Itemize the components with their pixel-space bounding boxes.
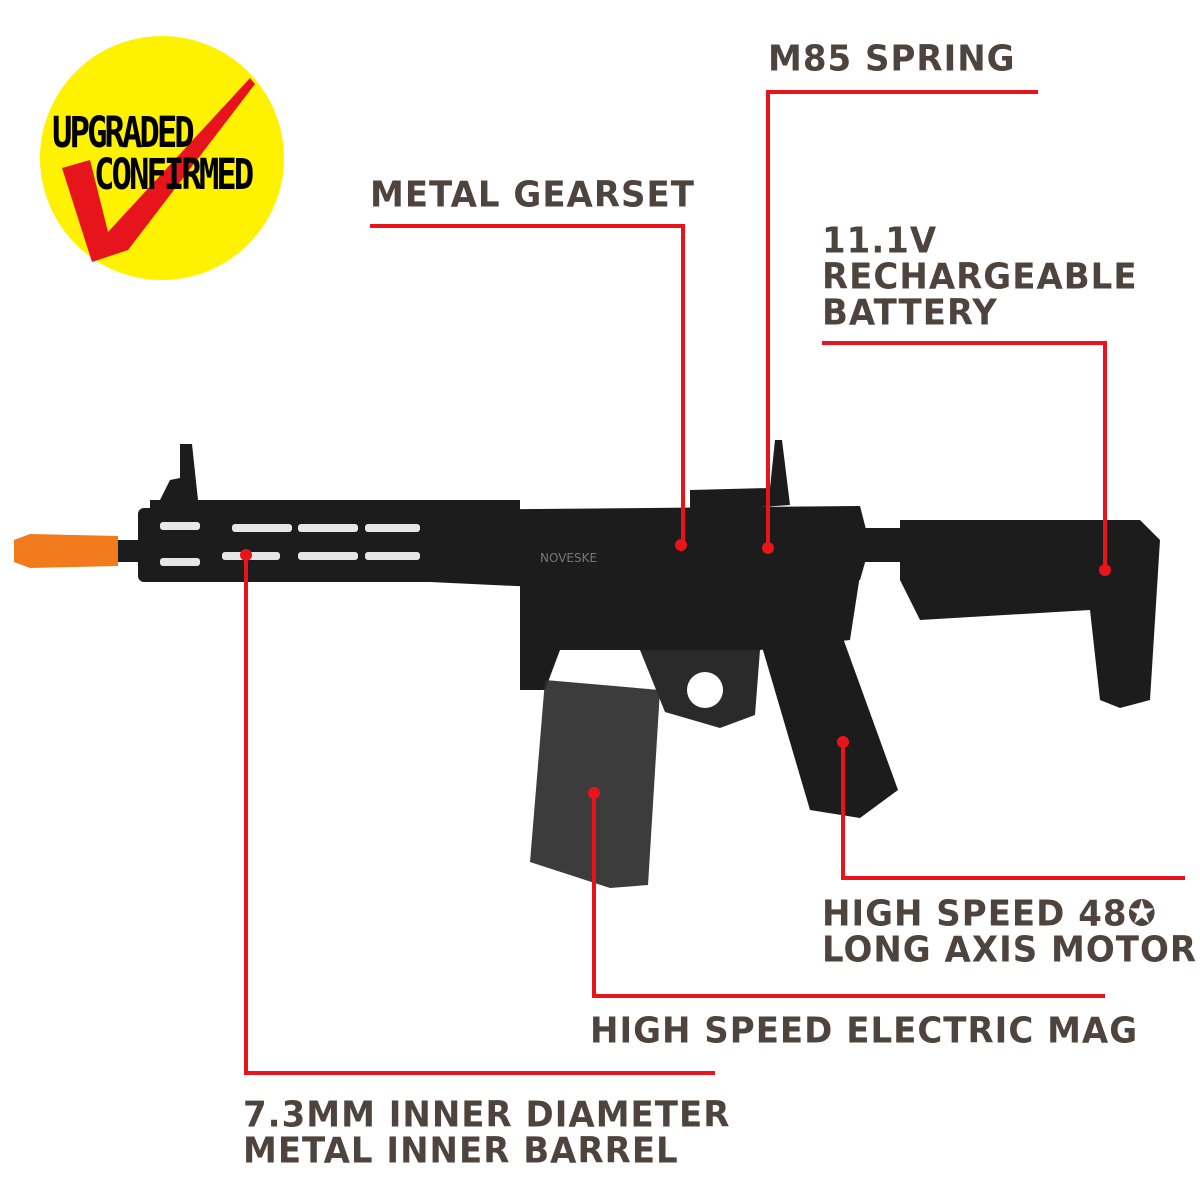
badge-line-1: UPGRADED: [52, 108, 195, 158]
spring-callout-line: [766, 90, 1038, 548]
handguard: [138, 508, 438, 582]
motor-callout-dot: [837, 736, 849, 748]
mag-callout-line: [592, 793, 1105, 998]
barrel: [118, 540, 140, 562]
pistol-grip: [760, 630, 898, 818]
motor-label-1: HIGH SPEED 48✪: [822, 892, 1158, 935]
front-sight: [160, 444, 198, 500]
barrel-label-2: METAL INNER BARREL: [243, 1129, 679, 1172]
barrel-callout-dot: [240, 549, 252, 561]
spring-callout-dot: [762, 542, 774, 554]
checkmark-icon: [62, 78, 255, 262]
rail-top: [150, 500, 520, 512]
badge-line-2: CONFIRMED: [94, 150, 254, 200]
motor-callout-line: [841, 742, 1185, 880]
battery-label-3: BATTERY: [822, 291, 998, 334]
battery-label-2: RECHARGEABLE: [822, 255, 1138, 298]
lower-receiver: [520, 575, 860, 720]
rear-sight: [690, 440, 790, 512]
mag-label: HIGH SPEED ELECTRIC MAG: [590, 1009, 1139, 1052]
gearset-label: METAL GEARSET: [370, 173, 695, 216]
battery-label-1: 11.1V: [822, 219, 938, 262]
spring-label: M85 SPRING: [768, 37, 1016, 80]
battery-callout-dot: [1099, 564, 1111, 576]
upper-receiver: [430, 506, 870, 590]
flash-hider: [14, 534, 118, 568]
magazine: [530, 680, 660, 888]
motor-label-2: LONG AXIS MOTOR: [822, 928, 1198, 971]
receiver-marking: NOVESKE: [540, 551, 597, 565]
gearset-callout-line: [370, 224, 685, 545]
stock: [900, 520, 1160, 708]
mag-callout-dot: [588, 787, 600, 799]
barrel-label-1: 7.3MM INNER DIAMETER: [243, 1093, 731, 1136]
upgraded-confirmed-badge: [40, 36, 284, 280]
gearset-callout-dot: [675, 539, 687, 551]
barrel-callout-line: [244, 555, 715, 1075]
battery-callout-line: [822, 341, 1107, 570]
